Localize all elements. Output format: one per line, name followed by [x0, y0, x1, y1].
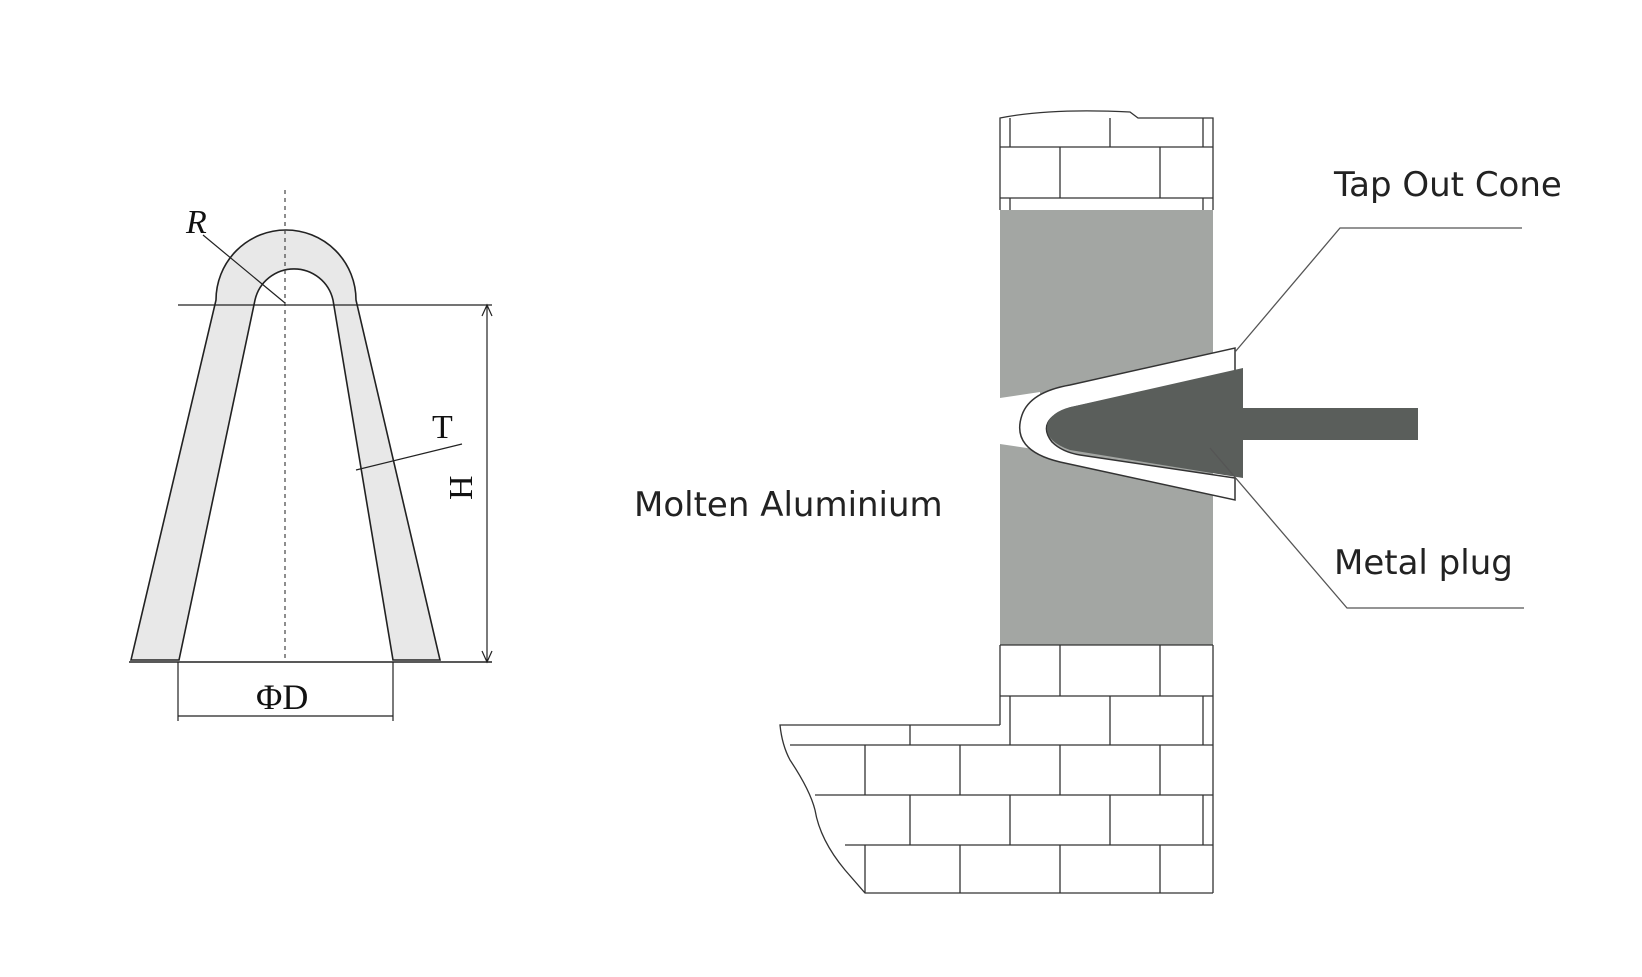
thickness-leader-line — [355, 443, 463, 471]
height-arrow-bottom — [481, 650, 493, 664]
radius-leader-line — [202, 234, 286, 304]
molten-aluminium-label: Molten Aluminium — [634, 485, 943, 525]
metal-plug-label: Metal plug — [1334, 543, 1513, 583]
metal-plug-leader — [1209, 447, 1524, 609]
height-label: H — [443, 475, 480, 500]
tap-out-cone-leader — [1234, 227, 1522, 353]
tap-out-installation-drawing: Molten Aluminium Tap Out Cone Metal plug — [634, 110, 1562, 894]
radius-label: R — [185, 204, 207, 241]
lower-brick-base — [779, 644, 1214, 894]
height-arrow-top — [481, 303, 493, 317]
cone-cross-section — [129, 229, 442, 661]
upper-brick-column — [999, 110, 1214, 210]
cone-dimension-drawing: R T H ΦD — [129, 190, 493, 721]
tap-out-cone-label: Tap Out Cone — [1333, 165, 1562, 205]
tap-out-cone-shape — [1018, 347, 1236, 501]
diameter-label: ΦD — [256, 677, 308, 717]
metal-plug-shape — [1046, 368, 1418, 478]
thickness-label: T — [432, 409, 453, 446]
